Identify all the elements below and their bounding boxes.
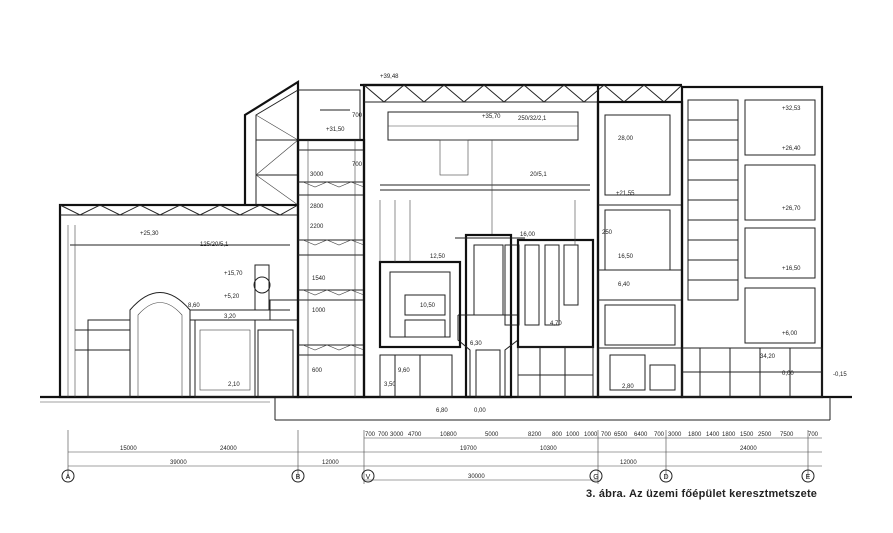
left-hall	[58, 80, 300, 399]
axis-bubble-b	[291, 469, 305, 483]
dim-text: 3000	[668, 432, 682, 438]
axis-label: V	[366, 474, 371, 481]
elevation-text: +15,70	[224, 271, 243, 277]
level-text: 6,80	[436, 408, 448, 414]
dim-text: 1000	[566, 432, 580, 438]
dim-text: 4700	[408, 432, 422, 438]
axis-label: G	[593, 474, 598, 481]
level-text: 1000	[312, 308, 326, 314]
dim-text: 19700	[460, 446, 477, 452]
axis-label: A	[66, 474, 71, 481]
dim-text: 15000	[120, 446, 137, 452]
crane-label: 250/32/2,1	[518, 116, 547, 122]
dimension-texts: 15000 24000 19700 10300 24000 39000 1200…	[120, 432, 819, 480]
dim-text: 700	[378, 432, 389, 438]
dim-text: 5000	[485, 432, 499, 438]
axis-bubble-a	[61, 469, 75, 483]
dim-text: 700	[654, 432, 665, 438]
axis-bubble-v	[361, 469, 375, 483]
elevation-text: -0,15	[833, 372, 847, 378]
level-text: 6,40	[618, 282, 630, 288]
dim-text: 7500	[780, 432, 794, 438]
elevation-text: +21,55	[616, 191, 635, 197]
main-hall	[360, 83, 683, 399]
dim-text: 2500	[758, 432, 772, 438]
level-text: 3,20	[224, 314, 236, 320]
level-text: 8,60	[188, 303, 200, 309]
level-text: 3000	[310, 172, 324, 178]
dim-text: 1800	[688, 432, 702, 438]
level-text: 12,50	[430, 254, 446, 260]
dim-text: 39000	[170, 460, 187, 466]
dim-text: 800	[552, 432, 563, 438]
elevation-text: +31,50	[326, 127, 345, 133]
axis-label: D	[663, 474, 668, 481]
dim-text: 1400	[706, 432, 720, 438]
level-text: 6,30	[470, 341, 482, 347]
elevation-text: +6,00	[782, 331, 798, 337]
elevation-text: +5,20	[224, 294, 240, 300]
service-stack-b	[296, 89, 366, 399]
dim-text: 24000	[220, 446, 237, 452]
level-text: 34,20	[760, 354, 776, 360]
level-text: 700	[352, 113, 363, 119]
axis-bubble-d	[659, 469, 673, 483]
level-text: 0,00	[474, 408, 486, 414]
axis-bubble-e	[801, 469, 815, 483]
dim-text: 1000	[584, 432, 598, 438]
level-text: 16,50	[618, 254, 634, 260]
dim-text: 3000	[390, 432, 404, 438]
dim-text: 700	[808, 432, 819, 438]
dim-text: 6400	[634, 432, 648, 438]
dim-text: 10800	[440, 432, 457, 438]
level-text: 28,00	[618, 136, 634, 142]
axis-label: E	[806, 474, 811, 481]
axis-bubble-g	[589, 469, 603, 483]
dim-text: 700	[601, 432, 612, 438]
dim-text: 24000	[740, 446, 757, 452]
elevation-text: +26,70	[782, 206, 801, 212]
level-text: 10,50	[420, 303, 436, 309]
elevation-text: +39,48	[380, 74, 399, 80]
dim-text: 1500	[740, 432, 754, 438]
elevation-text: +32,53	[782, 106, 801, 112]
dim-text: 10300	[540, 446, 557, 452]
figure-caption: 3. ábra. Az üzemi főépület keresztmetsze…	[586, 488, 818, 500]
elevation-text: +16,50	[782, 266, 801, 272]
level-text: 700	[352, 162, 363, 168]
dim-text: 30000	[468, 474, 485, 480]
elevation-text: +26,40	[782, 146, 801, 152]
level-text: 3,50	[384, 382, 396, 388]
level-text: 9,60	[398, 368, 410, 374]
crane-label: 20/5,1	[530, 172, 547, 178]
level-text: 2800	[310, 204, 324, 210]
level-text: 16,00	[520, 232, 536, 238]
level-text: 600	[312, 368, 323, 374]
dim-text: 12000	[322, 460, 339, 466]
elevation-text: +25,30	[140, 231, 159, 237]
right-annex	[596, 100, 684, 399]
elevation-text: 0,00	[782, 371, 794, 377]
level-text: 250	[602, 230, 613, 236]
dim-text: 12000	[620, 460, 637, 466]
elevation-text: +35,70	[482, 114, 501, 120]
dim-text: 700	[365, 432, 376, 438]
level-text: 2,80	[622, 384, 634, 390]
crane-label: 125/20/5,1	[200, 242, 229, 248]
level-text: 1540	[312, 276, 326, 282]
right-tower	[680, 85, 824, 399]
level-text: 2,10	[228, 382, 240, 388]
elevation-labels: +39,48 +31,50 +35,70 +32,53 +26,40 +26,7…	[140, 74, 847, 414]
dim-text: 8200	[528, 432, 542, 438]
level-text: 4,70	[550, 321, 562, 327]
axis-label: B	[296, 474, 301, 481]
level-text: 2200	[310, 224, 324, 230]
dim-text: 1800	[722, 432, 736, 438]
axis-markers: A B V G D E	[61, 469, 815, 483]
dimension-lines	[67, 430, 822, 484]
dim-text: 6500	[614, 432, 628, 438]
